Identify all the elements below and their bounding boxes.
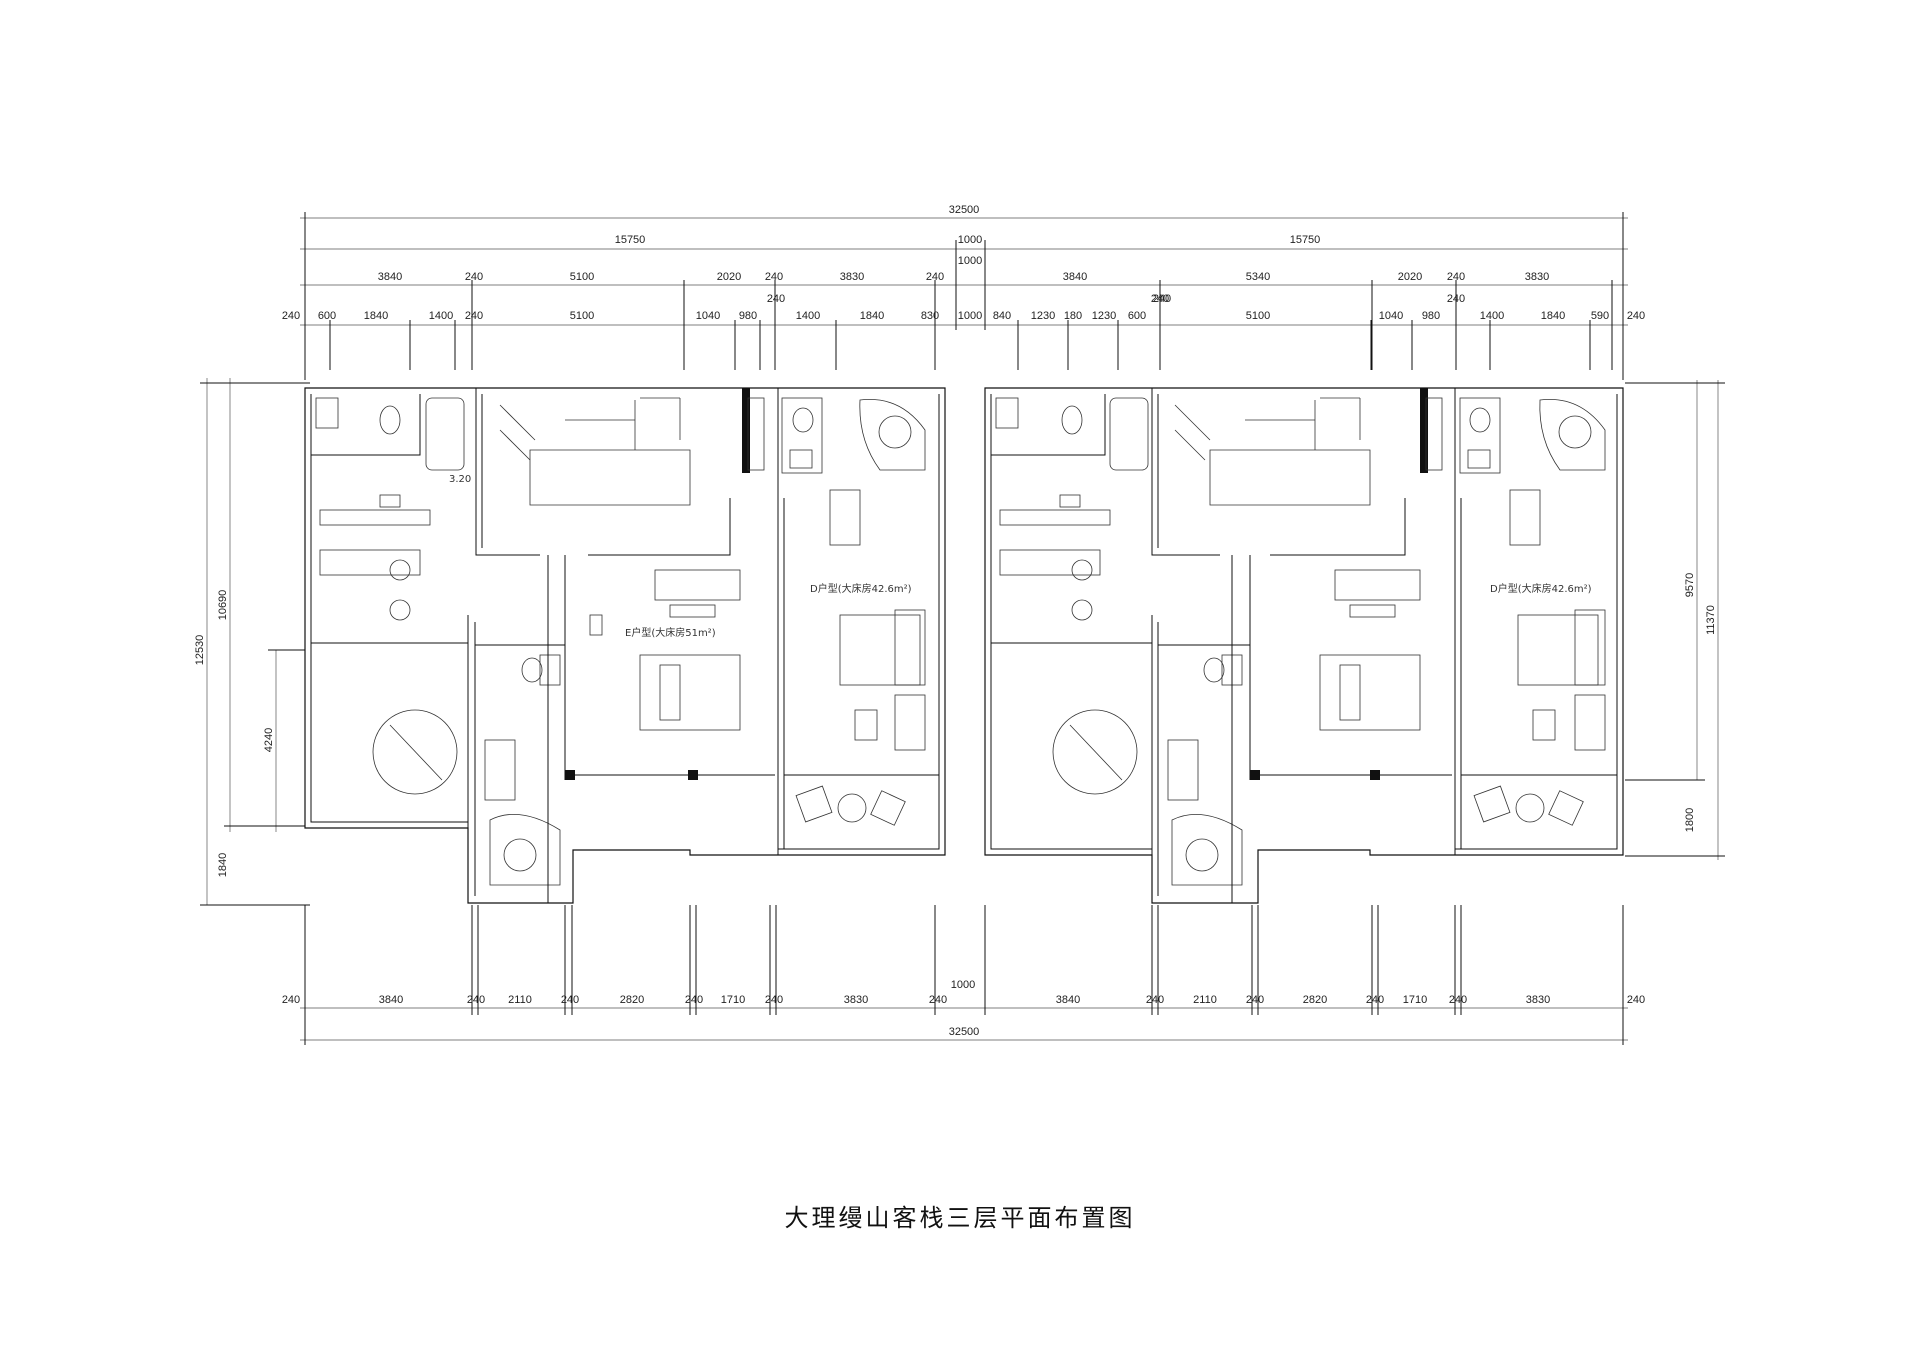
dim-r2-8: 3840 (1063, 271, 1087, 283)
dim-b-14: 2110 (1193, 994, 1217, 1006)
dim-r2-10: 2020 (1398, 271, 1422, 283)
dim-r3-11: 830 (921, 310, 939, 322)
dim-b-2: 3840 (379, 994, 403, 1006)
dim-half-left: 15750 (615, 234, 646, 246)
dim-r3-6: 5100 (570, 310, 594, 322)
dim-r3-16: 600 (1128, 310, 1146, 322)
dim-r3-23: 240 (1627, 310, 1645, 322)
dim-r2-9: 5340 (1246, 271, 1270, 283)
dim-b-20: 3830 (1526, 994, 1550, 1006)
dim-overall-top: 32500 (949, 204, 980, 216)
dim-b-17: 240 (1366, 994, 1384, 1006)
dim-v-11370: 11370 (1705, 605, 1717, 635)
dim-r3-21: 1840 (1541, 310, 1565, 322)
dim-b-15: 240 (1246, 994, 1264, 1006)
dim-r3-12: 840 (993, 310, 1011, 322)
left-vertical-dimensions: 12530 10690 4240 1840 (194, 378, 310, 906)
room-label-d-left: D户型(大床房42.6m²) (810, 582, 912, 595)
dim-r3-10: 1840 (860, 310, 884, 322)
dim-r2-5: 240 (765, 271, 783, 283)
drawing-title: 大理缦山客栈三层平面布置图 (784, 1204, 1136, 1232)
dim-half-right: 15750 (1290, 234, 1321, 246)
dim-b-6: 2820 (620, 994, 644, 1006)
dim-b-18: 1710 (1403, 994, 1427, 1006)
dim-b-1: 240 (282, 994, 300, 1006)
top-dimension-lines: 32500 15750 1000 15750 3840 240 5100 202… (282, 204, 1645, 380)
dim-r3-7: 1040 (696, 310, 720, 322)
dim-r2-4: 2020 (717, 271, 741, 283)
dim-r3-22: 590 (1591, 310, 1609, 322)
dim-b-9: 240 (765, 994, 783, 1006)
dim-r2-mid: 1000 (958, 255, 982, 267)
dim-b-12: 3840 (1056, 994, 1080, 1006)
dim-b-21: 240 (1627, 994, 1645, 1006)
dim-r3-15: 1230 (1092, 310, 1116, 322)
dim-r3-8: 980 (739, 310, 757, 322)
dim-r3-20: 1400 (1480, 310, 1504, 322)
room-tag-left: 3.20 (449, 474, 471, 485)
room-label-d-right: D户型(大床房42.6m²) (1490, 582, 1592, 595)
dim-gap-top: 1000 (958, 234, 982, 246)
dim-r3-3: 1840 (364, 310, 388, 322)
dim-r3-9: 1400 (796, 310, 820, 322)
dim-r2-7: 240 (926, 271, 944, 283)
dim-v-12530: 12530 (194, 635, 206, 666)
dim-b-mid: 1000 (951, 979, 975, 991)
dim-r3-13: 1230 (1031, 310, 1055, 322)
right-vertical-dimensions: 9570 11370 1800 (1625, 380, 1725, 860)
dim-v-4240: 4240 (263, 728, 275, 752)
dim-r3-17: 5100 (1246, 310, 1270, 322)
dim-b-10: 3830 (844, 994, 868, 1006)
dim-r2-small-c: 240 (1447, 293, 1465, 305)
dim-r3-18: 1040 (1379, 310, 1403, 322)
dim-v-1840: 1840 (217, 853, 229, 877)
dim-r3-19: 980 (1422, 310, 1440, 322)
dim-r3-mid: 1000 (958, 310, 982, 322)
dim-r3-14: 180 (1064, 310, 1082, 322)
dim-b-16: 2820 (1303, 994, 1327, 1006)
dim-b-8: 1710 (721, 994, 745, 1006)
dim-r2-small-a: 240 (767, 293, 785, 305)
dim-b-3: 240 (467, 994, 485, 1006)
dim-v-10690: 10690 (217, 590, 229, 621)
dim-b-5: 240 (561, 994, 579, 1006)
unit-plan-left: E户型(大床房51m²) 3.20 D户型(大床房42.6m²) (304, 387, 946, 904)
dim-r3-2: 600 (318, 310, 336, 322)
dim-r2-3: 5100 (570, 271, 594, 283)
dim-v-9570: 9570 (1684, 573, 1696, 597)
dim-r2-12: 3830 (1525, 271, 1549, 283)
dim-b-7: 240 (685, 994, 703, 1006)
dim-r3-5: 240 (465, 310, 483, 322)
room-label-e-left: E户型(大床房51m²) (625, 626, 716, 639)
dim-b-4: 2110 (508, 994, 532, 1006)
dim-r2-1: 3840 (378, 271, 402, 283)
dim-b-13: 240 (1146, 994, 1164, 1006)
dim-r2-6: 3830 (840, 271, 864, 283)
dim-v-1800: 1800 (1684, 808, 1696, 832)
dim-r2-11: 240 (1447, 271, 1465, 283)
dim-r2-small-b: 240 (1153, 293, 1171, 305)
bottom-dimension-lines: 240 3840 240 2110 240 2820 240 1710 240 … (282, 905, 1645, 1045)
unit-plan-right: D户型(大床房42.6m²) (984, 387, 1624, 904)
dim-r2-2: 240 (465, 271, 483, 283)
dim-b-11: 240 (929, 994, 947, 1006)
dim-r3-4: 1400 (429, 310, 453, 322)
dim-b-19: 240 (1449, 994, 1467, 1006)
dim-r3-small-a: 240 (1151, 293, 1169, 305)
dim-overall-bottom: 32500 (949, 1026, 980, 1038)
dim-r3-1: 240 (282, 310, 300, 322)
